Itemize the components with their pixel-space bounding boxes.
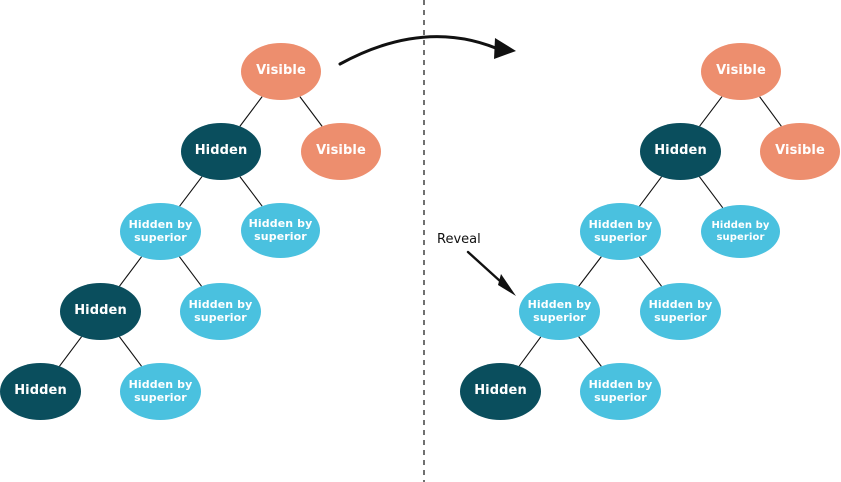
tree-node-label: Hidden by superior bbox=[128, 218, 193, 244]
tree-node-label: Hidden by superior bbox=[188, 298, 253, 324]
tree-node-visible[interactable]: Visible bbox=[760, 123, 840, 180]
tree-edge bbox=[698, 176, 724, 209]
tree-node-visible[interactable]: Visible bbox=[701, 43, 781, 100]
tree-edge bbox=[638, 256, 663, 287]
tree-node-hidden-by-superior[interactable]: Hidden by superior bbox=[120, 203, 201, 260]
tree-edge bbox=[178, 256, 203, 287]
tree-node-hidden[interactable]: Hidden bbox=[181, 123, 261, 180]
tree-node-label: Hidden by superior bbox=[588, 218, 653, 244]
tree-edge bbox=[518, 336, 542, 367]
tree-node-label: Hidden bbox=[194, 143, 248, 159]
tree-node-hidden-by-superior[interactable]: Hidden by superior bbox=[640, 283, 721, 340]
tree-node-label: Hidden by superior bbox=[711, 220, 770, 243]
tree-edge bbox=[299, 96, 323, 127]
tree-node-hidden-by-superior[interactable]: Hidden by superior bbox=[241, 203, 320, 258]
tree-edge bbox=[179, 176, 203, 207]
tree-edge bbox=[118, 256, 143, 287]
tree-node-label: Hidden by superior bbox=[527, 298, 592, 324]
tree-node-label: Hidden bbox=[74, 303, 127, 319]
tree-node-hidden-by-superior[interactable]: Hidden by superior bbox=[580, 203, 661, 260]
tree-node-hidden-by-superior[interactable]: Hidden by superior bbox=[180, 283, 261, 340]
tree-edge bbox=[578, 336, 602, 367]
tree-node-label: Visible bbox=[316, 143, 366, 159]
tree-node-hidden[interactable]: Hidden bbox=[0, 363, 81, 420]
reveal-annotation-label: Reveal bbox=[437, 232, 481, 247]
tree-node-label: Visible bbox=[775, 143, 825, 159]
tree-node-hidden[interactable]: Hidden bbox=[640, 123, 721, 180]
tree-edge bbox=[699, 96, 723, 127]
tree-node-visible[interactable]: Visible bbox=[301, 123, 381, 180]
tree-edge bbox=[638, 176, 663, 207]
tree-node-label: Visible bbox=[716, 63, 766, 79]
tree-node-hidden-by-superior[interactable]: Hidden by superior bbox=[580, 363, 661, 420]
reveal-arrow bbox=[466, 250, 516, 296]
transform-arrow bbox=[338, 35, 516, 66]
tree-node-label: Hidden bbox=[14, 383, 67, 399]
tree-node-hidden-by-superior[interactable]: Hidden by superior bbox=[519, 283, 600, 340]
tree-node-hidden[interactable]: Hidden bbox=[460, 363, 541, 420]
tree-edge bbox=[239, 176, 263, 207]
tree-node-label: Hidden bbox=[474, 383, 527, 399]
tree-node-hidden[interactable]: Hidden bbox=[60, 283, 141, 340]
tree-node-label: Hidden by superior bbox=[648, 298, 713, 324]
tree-edge bbox=[118, 336, 143, 367]
tree-edge bbox=[759, 96, 782, 127]
tree-node-label: Hidden by superior bbox=[588, 378, 653, 404]
tree-node-visible[interactable]: Visible bbox=[241, 43, 321, 100]
tree-edges bbox=[58, 96, 782, 367]
tree-node-label: Hidden by superior bbox=[248, 217, 313, 243]
tree-node-label: Hidden by superior bbox=[128, 378, 193, 404]
tree-edge bbox=[239, 96, 263, 127]
tree-edge bbox=[58, 336, 83, 367]
tree-node-hidden-by-superior[interactable]: Hidden by superior bbox=[120, 363, 201, 420]
tree-node-label: Visible bbox=[256, 63, 306, 79]
tree-node-hidden-by-superior[interactable]: Hidden by superior bbox=[701, 205, 780, 258]
tree-node-label: Hidden bbox=[654, 143, 707, 159]
tree-edge bbox=[578, 256, 602, 287]
